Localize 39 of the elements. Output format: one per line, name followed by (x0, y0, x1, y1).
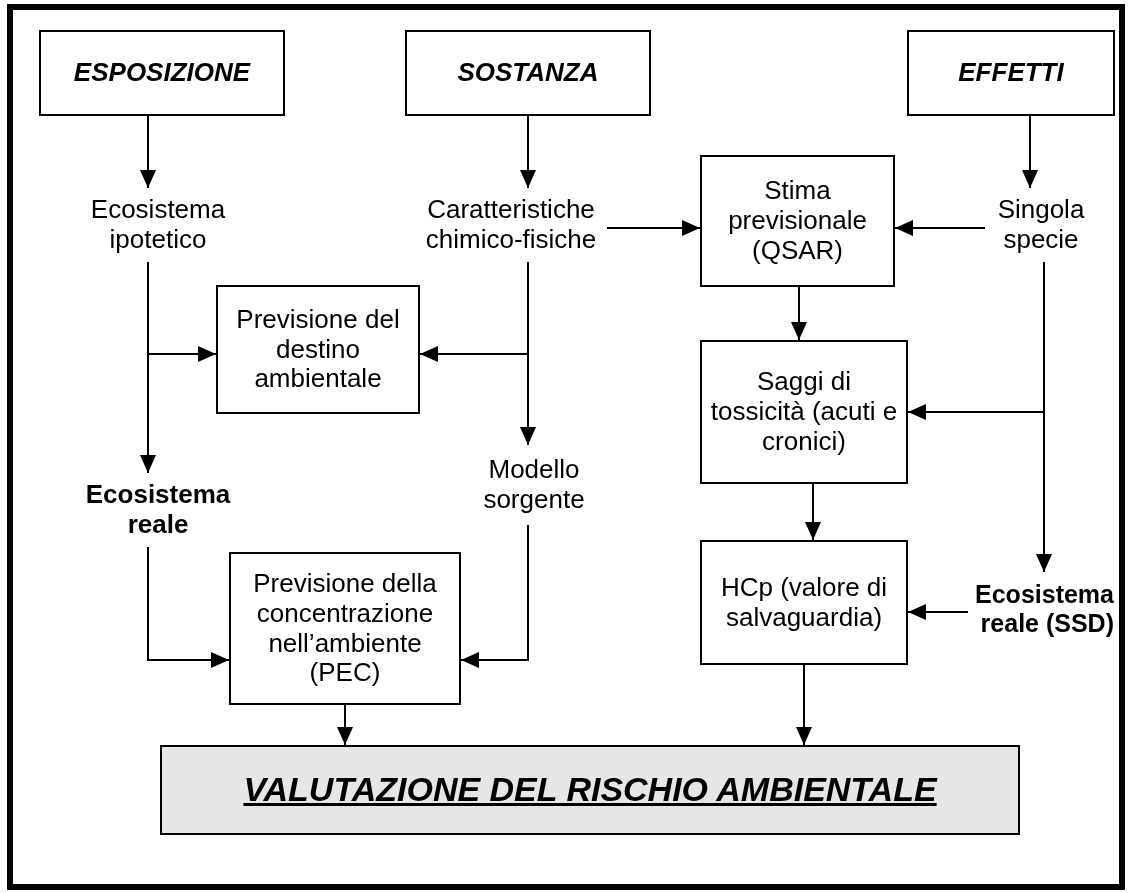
box-label: Saggi di tossicità (acuti e cronici) (709, 367, 899, 457)
box-label: VALUTAZIONE DEL RISCHIO AMBIENTALE (243, 770, 937, 810)
box-label: Stima previsionale (QSAR) (727, 176, 868, 266)
box-label: Previsione del destino ambientale (235, 304, 401, 395)
process-box (907, 30, 1115, 116)
process-box (229, 552, 461, 705)
process-box (39, 30, 285, 116)
flow-text: Modello sorgente (482, 455, 586, 515)
arrow (520, 115, 536, 189)
flow-text: Ecosistema reale (SSD) (974, 580, 1114, 638)
arrow (606, 220, 701, 236)
arrow (147, 261, 217, 362)
flow-text: Singola specie (996, 195, 1086, 255)
flow-text: Ecosistema reale (84, 480, 232, 540)
arrow (894, 220, 986, 236)
flow-text: Ecosistema ipotetico (89, 195, 227, 255)
arrow (147, 546, 230, 668)
box-label: EFFETTI (958, 58, 1064, 88)
arrow (805, 483, 821, 541)
arrow (907, 604, 969, 620)
arrow (1022, 115, 1038, 189)
box-label: SOSTANZA (457, 58, 599, 88)
flow-text: Caratteristiche chimico-fisiche (424, 195, 598, 255)
result-box (160, 745, 1020, 835)
arrow (337, 704, 353, 746)
box-label: ESPOSIZIONE (73, 58, 251, 88)
process-box (216, 285, 420, 414)
process-box (700, 155, 895, 287)
arrow (460, 524, 529, 668)
arrow (791, 286, 807, 341)
arrow (520, 261, 536, 446)
process-box (405, 30, 651, 116)
arrow (796, 664, 812, 746)
box-label: Previsione della concentrazione nell’ambiente (PEC) (252, 568, 438, 689)
process-box (700, 340, 908, 484)
process-box (700, 540, 908, 665)
arrow (1036, 261, 1052, 573)
box-label: HCp (valore di salvaguardia) (719, 572, 889, 633)
arrow (140, 115, 156, 189)
